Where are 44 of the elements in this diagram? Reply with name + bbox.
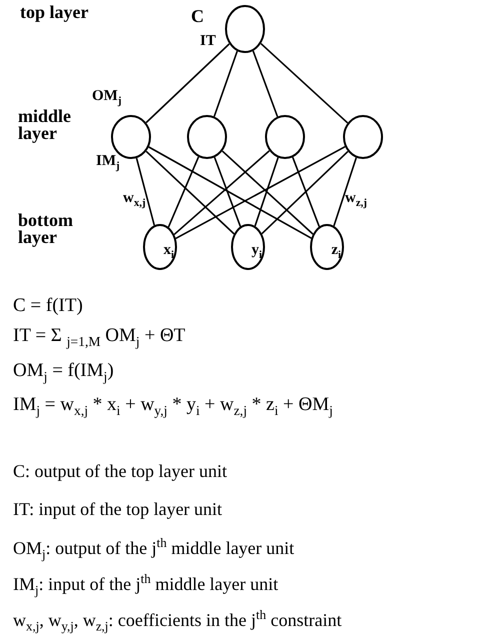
definition: w$_{x,j}$, w$_{y,j}$, w$_{z,j}$: coefficients in the j$^{th}$ constraint [13, 608, 342, 634]
connection-line [175, 146, 346, 240]
neuron-circle [265, 115, 305, 159]
neuron-circle [143, 224, 177, 270]
equation: IM$_{j}$ = w$_{x,j}$ * x$_{i}$ + w$_{y,j}$ * y$_{i}$ + w$_{z,j}$ * z$_{i}$ + ΘM$_{j}$ [13, 395, 333, 418]
variable-label: z$_{i}$ [331, 243, 341, 261]
layer-label: bottom layer [18, 212, 74, 246]
connection-line [260, 42, 348, 124]
neuron-circle [225, 5, 265, 53]
connection-line [146, 43, 230, 124]
unit-label: IT [200, 33, 216, 50]
weight-label: w$_{x,j}$ [123, 190, 146, 210]
weight-label: w$_{z,j}$ [345, 190, 367, 210]
unit-label: IM$_{j}$ [96, 153, 120, 173]
connection-line [174, 150, 270, 236]
definition: OM$_{j}$: output of the j$^{th}$ middle layer unit [13, 536, 294, 562]
variable-label: x$_{i}$ [164, 243, 174, 261]
neuron-circle [231, 224, 265, 270]
connection-line [146, 150, 235, 234]
neuron-circle [187, 115, 227, 159]
connection-line [261, 150, 348, 234]
connection-line [148, 146, 312, 239]
connection-line [254, 157, 279, 226]
definition: IT: input of the top layer unit [13, 500, 222, 520]
layer-label: middle layer [18, 108, 72, 142]
equation: IT = Σ $_{j=1,M}$ OM$_{j}$ + ΘT [13, 326, 186, 349]
variable-label: y$_{i}$ [252, 243, 262, 261]
connection-line [292, 157, 320, 227]
connection-line [213, 50, 238, 117]
connection-line [252, 50, 278, 117]
unit-label: C [191, 7, 204, 27]
connection-line [333, 157, 357, 226]
connection-line [168, 156, 200, 228]
definition: C: output of the top layer unit [13, 462, 227, 482]
neuron-circle [310, 224, 344, 270]
layer-label: top layer [20, 4, 90, 22]
connection-line [136, 158, 156, 226]
definition: IM$_{j}$: input of the j$^{th}$ middle layer unit [13, 572, 278, 598]
connection-line [222, 150, 314, 235]
equation: OM$_{j}$ = f(IM$_{j}$) [13, 361, 114, 384]
unit-label: OM$_{j}$ [92, 88, 122, 108]
neuron-circle [343, 115, 383, 159]
connection-line [214, 157, 242, 227]
equation: C = f(IT) [13, 296, 83, 317]
